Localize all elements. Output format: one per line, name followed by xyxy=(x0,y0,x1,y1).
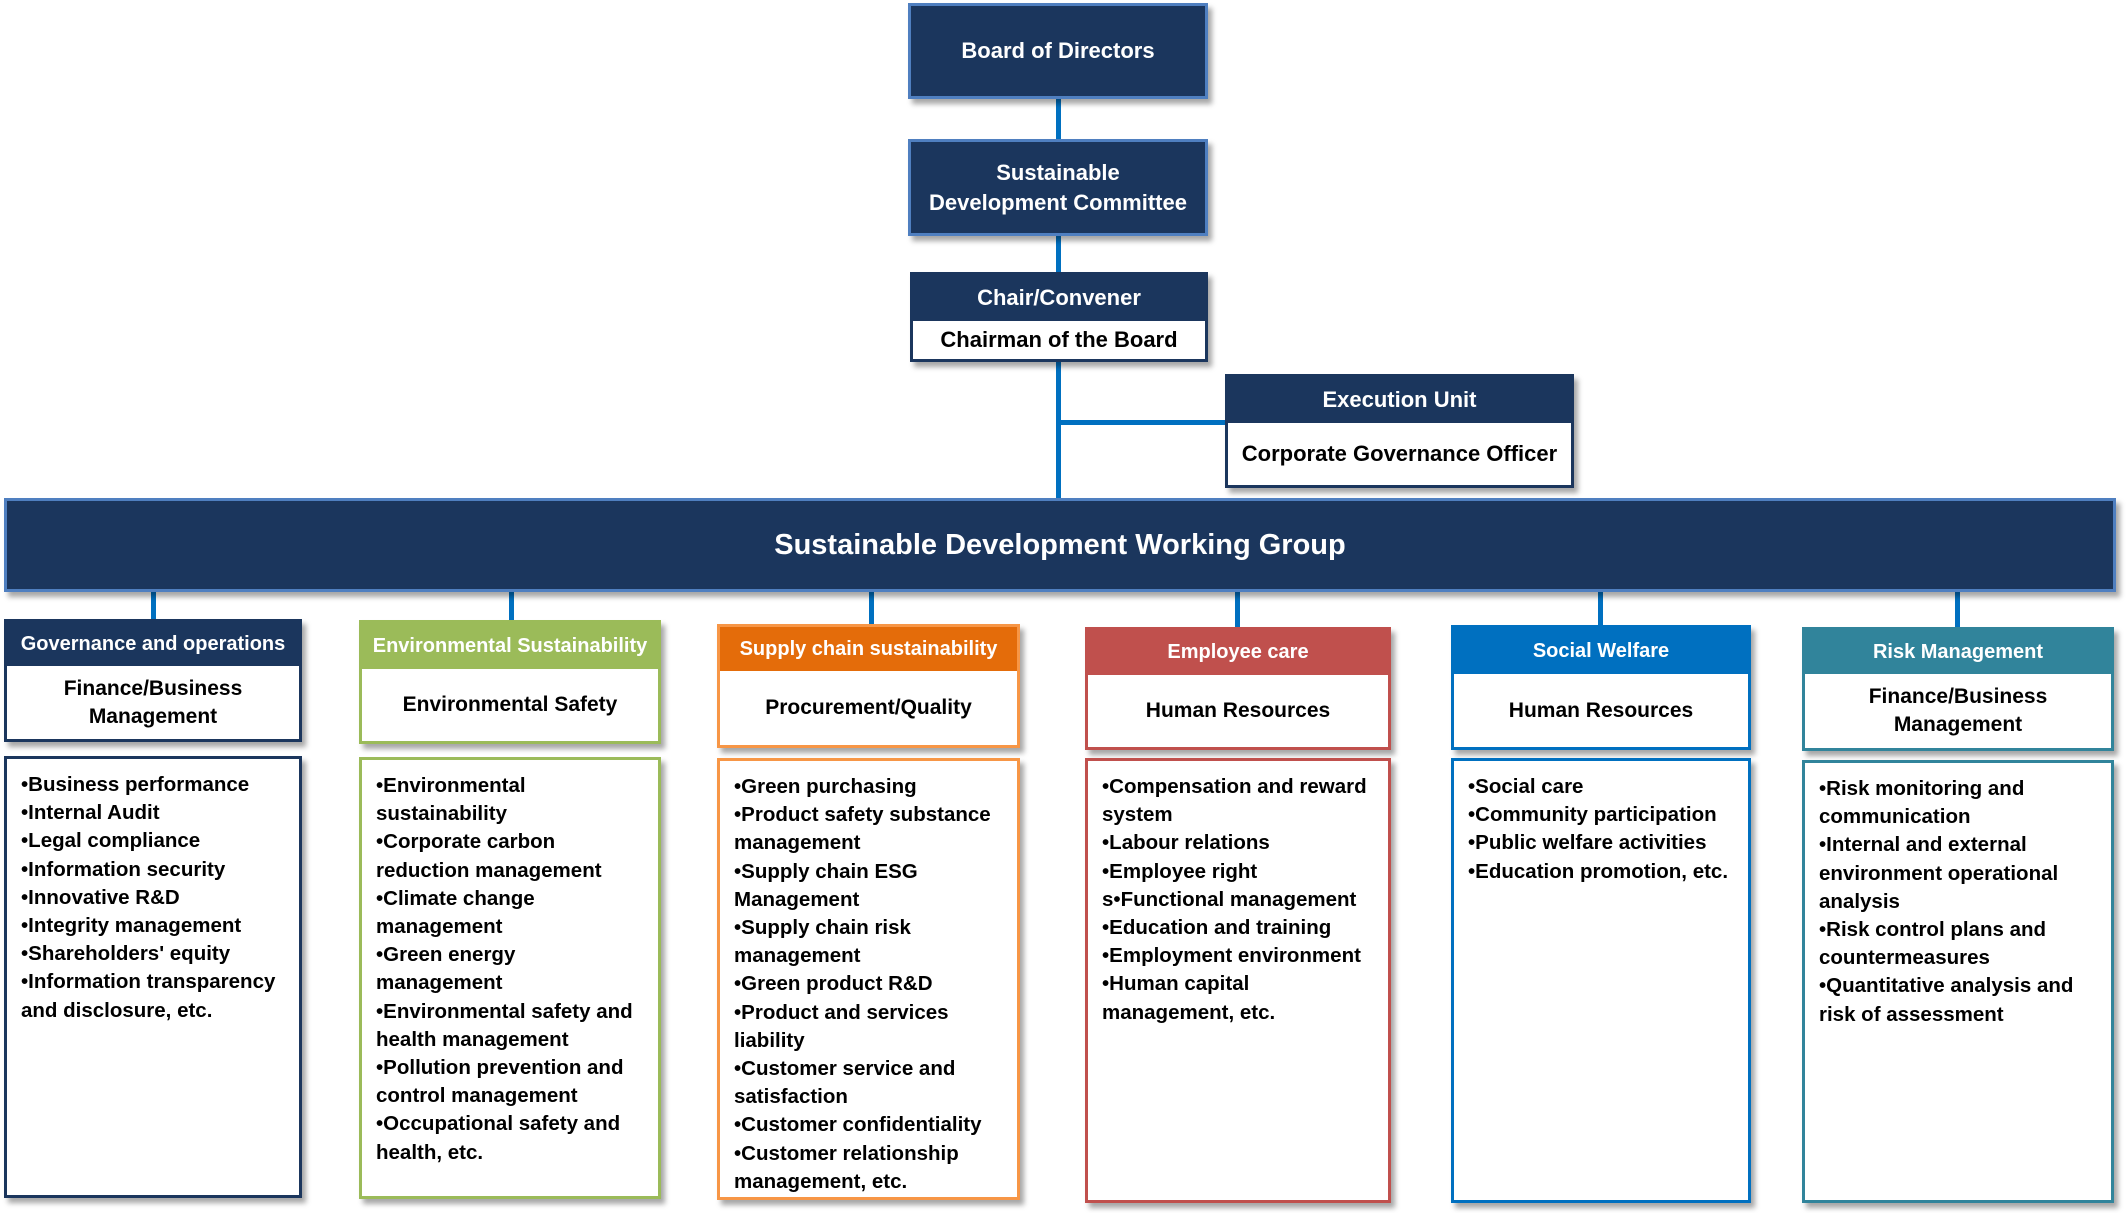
working-group-box: Sustainable Development Working Group xyxy=(4,498,2116,592)
responsibility-item: •Education and training xyxy=(1102,916,1332,940)
connector-col-3 xyxy=(869,590,874,624)
column-department: Finance/Business Management xyxy=(63,676,243,728)
connector-col-4 xyxy=(1235,590,1240,628)
column-title: Supply chain sustainability xyxy=(720,627,1017,671)
responsibility-item: •Information transparency and disclosure… xyxy=(21,970,276,1022)
chair-convener-title: Chair/Convener xyxy=(913,275,1205,321)
responsibility-item: •Supply chain ESG Management xyxy=(734,859,918,911)
column-detail-box-social-welfare: •Social care •Community participation •Pub… xyxy=(1451,758,1751,1203)
board-of-directors-label: Board of Directors xyxy=(961,38,1155,63)
responsibility-item: •Labour relations xyxy=(1102,831,1270,855)
column-detail-box-employee-care: •Compensation and reward system •Labour r… xyxy=(1085,758,1391,1203)
sustainable-development-committee-box: Sustainable Development Committee xyxy=(908,139,1208,236)
column-detail-box-risk-management: •Risk monitoring and communication•Inter… xyxy=(1802,760,2114,1203)
column-title: Social Welfare xyxy=(1454,628,1748,674)
responsibility-item: •Customer service and satisfaction xyxy=(734,1057,956,1109)
execution-unit-title: Execution Unit xyxy=(1228,377,1571,423)
responsibility-item: •Compensation and reward system xyxy=(1102,775,1367,827)
connector-execution-unit xyxy=(1058,420,1228,425)
column-department: Procurement/Quality xyxy=(765,696,972,719)
column-title: Governance and operations xyxy=(7,622,299,666)
responsibility-item: •Human capital management, etc. xyxy=(1102,972,1276,1024)
chair-person: Chairman of the Board xyxy=(940,327,1178,352)
responsibility-item: •Public welfare activities xyxy=(1468,831,1707,855)
responsibility-item: •Supply chain risk management xyxy=(734,916,911,968)
responsibility-item: •Occupational safety and health, etc. xyxy=(376,1112,621,1164)
responsibility-item: •Employee right xyxy=(1102,859,1258,883)
responsibility-item: •Green product R&D xyxy=(734,972,933,996)
responsibility-item: •Social care xyxy=(1468,775,1584,798)
column-detail-box-governance: •Business performance •Internal Audit •Leg… xyxy=(4,756,302,1198)
responsibility-item: s•Functional management xyxy=(1102,887,1357,911)
column-department: Finance/Business Management xyxy=(1868,685,2048,736)
responsibility-item: •Shareholders' equity xyxy=(21,942,231,966)
responsibility-item: •Internal and external environment opera… xyxy=(1819,833,2059,913)
responsibility-item: •Integrity management xyxy=(21,914,242,938)
responsibility-item: •Internal Audit xyxy=(21,801,160,825)
column-detail-box-supply-chain: •Green purchasing •Product safety substan… xyxy=(717,758,1020,1200)
responsibility-item: •Pollution prevention and control manage… xyxy=(376,1056,624,1108)
board-of-directors-box: Board of Directors xyxy=(908,3,1208,99)
column-title: Employee care xyxy=(1088,630,1388,675)
committee-label: Sustainable Development Committee xyxy=(929,159,1187,215)
column-department: Human Resources xyxy=(1508,698,1694,722)
responsibility-item: •Employment environment xyxy=(1102,944,1361,968)
responsibility-item: •Customer confidentiality xyxy=(734,1113,982,1137)
responsibility-item: •Innovative R&D xyxy=(21,885,180,909)
column-detail-box-environmental: •Environmental sustainability•Corporate … xyxy=(359,757,661,1199)
connector-chair-workinggroup xyxy=(1056,361,1061,501)
column-title: Environmental Sustainability xyxy=(362,623,658,669)
responsibility-item: •Product safety substance management xyxy=(734,803,991,855)
responsibility-item: •Legal compliance xyxy=(21,829,201,853)
responsibility-item: •Risk monitoring and communication xyxy=(1819,777,2025,829)
responsibility-item: •Green purchasing xyxy=(734,775,917,798)
responsibility-item: •Green energy management xyxy=(376,943,516,995)
connector-col-1 xyxy=(151,590,156,621)
responsibility-item: •Climate change management xyxy=(376,886,535,939)
responsibility-item: •Corporate carbon reduction management xyxy=(376,830,602,882)
connector-col-2 xyxy=(509,590,514,621)
responsibility-item: •Environmental safety and health managem… xyxy=(376,999,633,1051)
responsibility-item: •Education promotion, etc. xyxy=(1468,859,1729,883)
responsibility-item: •Customer relationship management, etc. xyxy=(734,1141,959,1193)
column-department: Environmental Safety xyxy=(402,693,618,716)
responsibility-item: •Business performance xyxy=(21,773,250,796)
responsibility-item: •Community participation xyxy=(1468,803,1717,827)
execution-unit-box: Execution Unit Corporate Governance Offi… xyxy=(1225,374,1574,488)
chair-convener-box: Chair/Convener Chairman of the Board xyxy=(910,272,1208,362)
working-group-label: Sustainable Development Working Group xyxy=(774,528,1346,561)
execution-person: Corporate Governance Officer xyxy=(1241,441,1558,466)
column-department: Human Resources xyxy=(1145,699,1331,722)
responsibility-item: •Product and services liability xyxy=(734,1000,949,1052)
connector-committee-chair xyxy=(1056,235,1061,273)
responsibility-item: •Quantitative analysis and risk of asses… xyxy=(1819,974,2074,1026)
column-title: Risk Management xyxy=(1805,630,2111,674)
connector-board-committee xyxy=(1056,98,1061,140)
responsibility-item: •Information security xyxy=(21,857,226,881)
connector-col-5 xyxy=(1598,590,1603,626)
responsibility-item: •Environmental sustainability xyxy=(376,774,526,826)
connector-col-6 xyxy=(1955,590,1960,628)
responsibility-item: •Risk control plans and countermeasures xyxy=(1819,918,2047,970)
